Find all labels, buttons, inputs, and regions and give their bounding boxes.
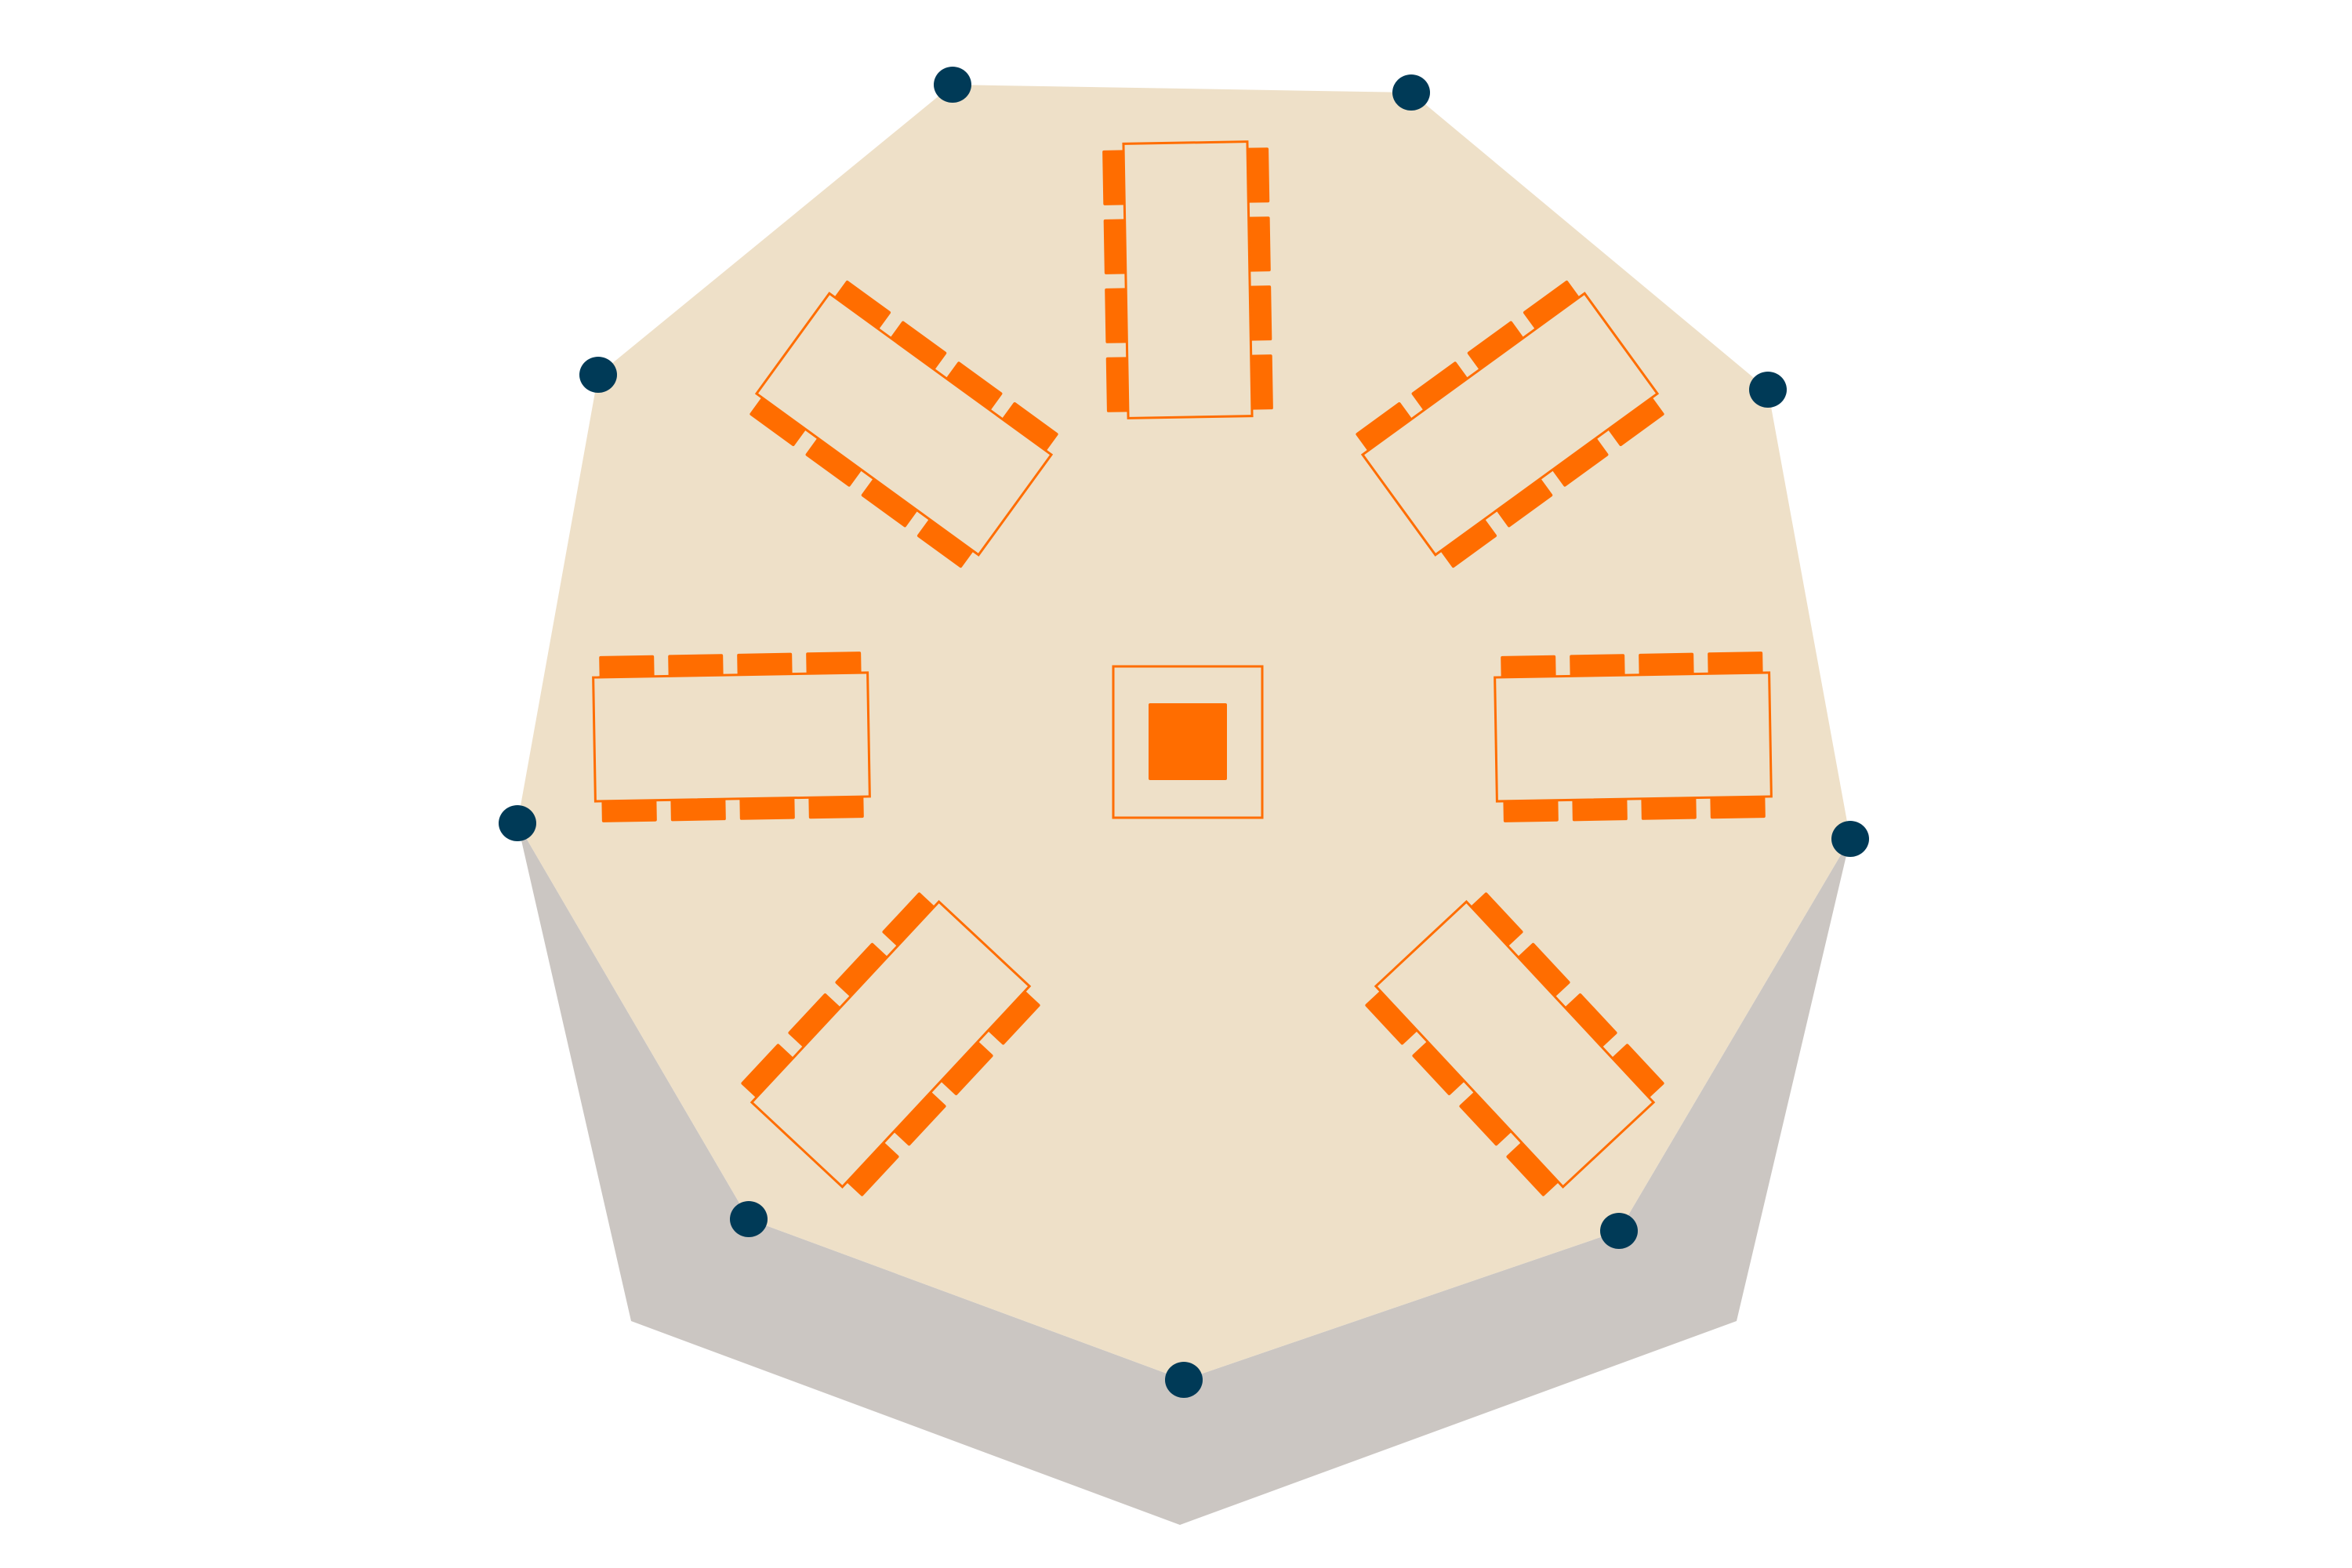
banquet-table-group: [1494, 652, 1773, 822]
chair: [1563, 993, 1617, 1049]
chair: [1523, 280, 1581, 331]
banquet-table-group: [1356, 280, 1664, 568]
chair: [739, 795, 795, 820]
chair: [1356, 402, 1414, 452]
chair: [1570, 654, 1625, 679]
chair: [861, 477, 919, 528]
tables-layer: [592, 140, 1773, 1196]
chair: [1503, 797, 1559, 822]
chair: [1606, 396, 1664, 446]
chair: [668, 654, 724, 679]
banquet-table-group: [1365, 892, 1664, 1196]
chair: [1105, 288, 1130, 343]
chair: [1516, 942, 1570, 998]
chair: [882, 892, 936, 948]
chair: [1000, 402, 1058, 452]
chair: [1245, 147, 1270, 203]
chair: [1495, 477, 1553, 528]
chair: [986, 989, 1040, 1045]
chair: [1246, 216, 1271, 272]
chair: [1610, 1044, 1664, 1099]
banquet-table: [1494, 671, 1773, 803]
chair: [939, 1040, 993, 1095]
chair: [1710, 794, 1766, 819]
chair: [1708, 652, 1763, 677]
chair: [835, 942, 889, 998]
chair: [916, 517, 975, 568]
chair: [889, 321, 947, 372]
chair: [601, 797, 657, 822]
chair: [833, 280, 891, 331]
banquet-table: [1122, 140, 1254, 419]
tent-pole: [579, 357, 617, 393]
chair: [1572, 797, 1628, 822]
chair: [599, 655, 655, 680]
chair: [750, 396, 808, 446]
centerpiece-block: [1149, 703, 1227, 780]
chair: [1248, 354, 1273, 410]
banquet-table-group: [592, 652, 871, 822]
tent-pole: [1831, 821, 1869, 857]
banquet-table: [592, 671, 871, 803]
chair: [741, 1044, 795, 1099]
chair: [670, 797, 726, 822]
chair: [1412, 1040, 1466, 1095]
tent-pole: [934, 67, 971, 103]
chair: [1639, 652, 1694, 677]
chair: [892, 1091, 946, 1146]
chair: [945, 361, 1003, 412]
tent-pole: [1749, 372, 1787, 408]
chair: [1102, 150, 1127, 205]
chair: [788, 993, 842, 1049]
chair: [806, 652, 862, 677]
tent-pole: [1165, 1362, 1203, 1398]
banquet-table-group: [1102, 140, 1273, 419]
chair: [1467, 321, 1525, 372]
banquet-table-group: [750, 280, 1058, 568]
chair: [1506, 1141, 1560, 1196]
tent-pole: [1600, 1213, 1638, 1249]
chair: [1411, 361, 1469, 412]
chair: [1365, 989, 1419, 1045]
chair: [808, 794, 864, 819]
chair: [737, 652, 793, 677]
centerpiece-frame: [1112, 665, 1264, 819]
banquet-table-group: [741, 892, 1040, 1196]
banquet-table: [750, 900, 1032, 1189]
chair: [1247, 285, 1272, 341]
centerpiece: [1112, 665, 1264, 819]
tent-pole: [499, 805, 536, 841]
chair: [1103, 219, 1128, 274]
chair: [1551, 436, 1609, 487]
chair: [1469, 892, 1523, 948]
tent-pole: [730, 1201, 768, 1237]
chair: [805, 436, 863, 487]
chair: [1439, 517, 1497, 568]
tent-shadow: [517, 823, 1850, 1525]
chair: [845, 1141, 899, 1196]
chair: [1501, 655, 1556, 680]
tent-pole: [1392, 74, 1430, 111]
chair: [1105, 357, 1131, 412]
banquet-table: [1374, 900, 1656, 1189]
chair: [1641, 795, 1697, 820]
poles-layer: [499, 67, 1869, 1398]
banquet-table: [754, 292, 1054, 557]
banquet-table: [1360, 292, 1660, 557]
chair: [1459, 1091, 1513, 1146]
